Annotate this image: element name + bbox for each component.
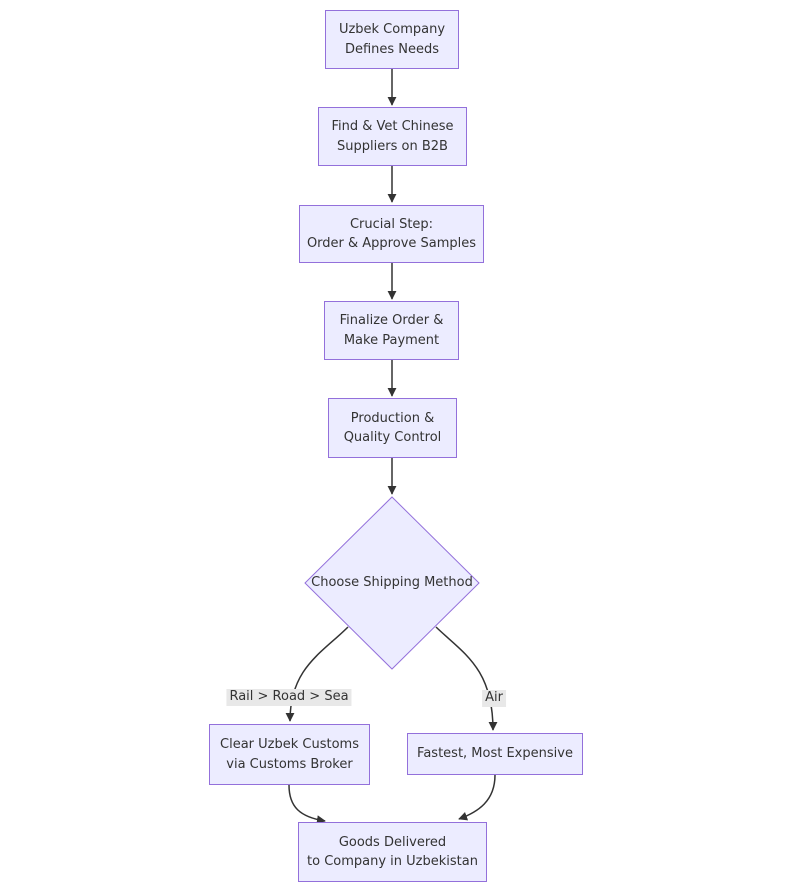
- node-label-line: Defines Needs: [344, 41, 440, 57]
- node-label-line: Crucial Step:: [349, 216, 434, 232]
- node-label-line: Order & Approve Samples: [306, 236, 477, 251]
- node-label-line: to Company in Uzbekistan: [307, 854, 478, 869]
- node-label-line: Find & Vet Chinese: [331, 119, 454, 134]
- node-label-line: Clear Uzbek Customs: [220, 737, 359, 752]
- node-label-line: Uzbek Company: [338, 22, 446, 37]
- node-label-line: Suppliers on B2B: [337, 138, 448, 154]
- node-order-approve-samples: Crucial Step: Order & Approve Samples: [299, 205, 484, 263]
- node-label-line: via Customs Broker: [226, 756, 353, 772]
- node-uzbek-company-defines-needs: Uzbek Company Defines Needs: [325, 10, 459, 69]
- node-label-line: Finalize Order &: [339, 313, 444, 328]
- node-label-line: Choose Shipping Method: [311, 575, 473, 591]
- node-fastest-most-expensive: Fastest, Most Expensive: [407, 733, 583, 775]
- edge-fastest-to-goods: [458, 774, 496, 821]
- decision-choose-shipping-method: Choose Shipping Method: [305, 497, 479, 669]
- edge-label-rail-road-sea: Rail > Road > Sea: [226, 689, 352, 706]
- decision-diamond-shape: [304, 496, 480, 670]
- node-label-line: Make Payment: [343, 332, 440, 348]
- node-label-line: Production &: [350, 410, 435, 426]
- node-label-line: Quality Control: [343, 430, 442, 445]
- node-finalize-order-payment: Finalize Order & Make Payment: [324, 301, 459, 360]
- node-find-vet-chinese-suppliers: Find & Vet Chinese Suppliers on B2B: [318, 107, 467, 166]
- node-label-line: Fastest, Most Expensive: [417, 746, 573, 762]
- edge-customs-to-goods: [288, 784, 326, 825]
- node-label-line: Goods Delivered: [338, 834, 447, 850]
- node-clear-uzbek-customs: Clear Uzbek Customs via Customs Broker: [209, 724, 370, 785]
- edge-label-air: Air: [482, 690, 506, 707]
- node-production-quality-control: Production & Quality Control: [328, 398, 457, 458]
- edge-decision-to-fastest: [435, 626, 498, 731]
- node-goods-delivered-uzbekistan: Goods Delivered to Company in Uzbekistan: [298, 822, 487, 882]
